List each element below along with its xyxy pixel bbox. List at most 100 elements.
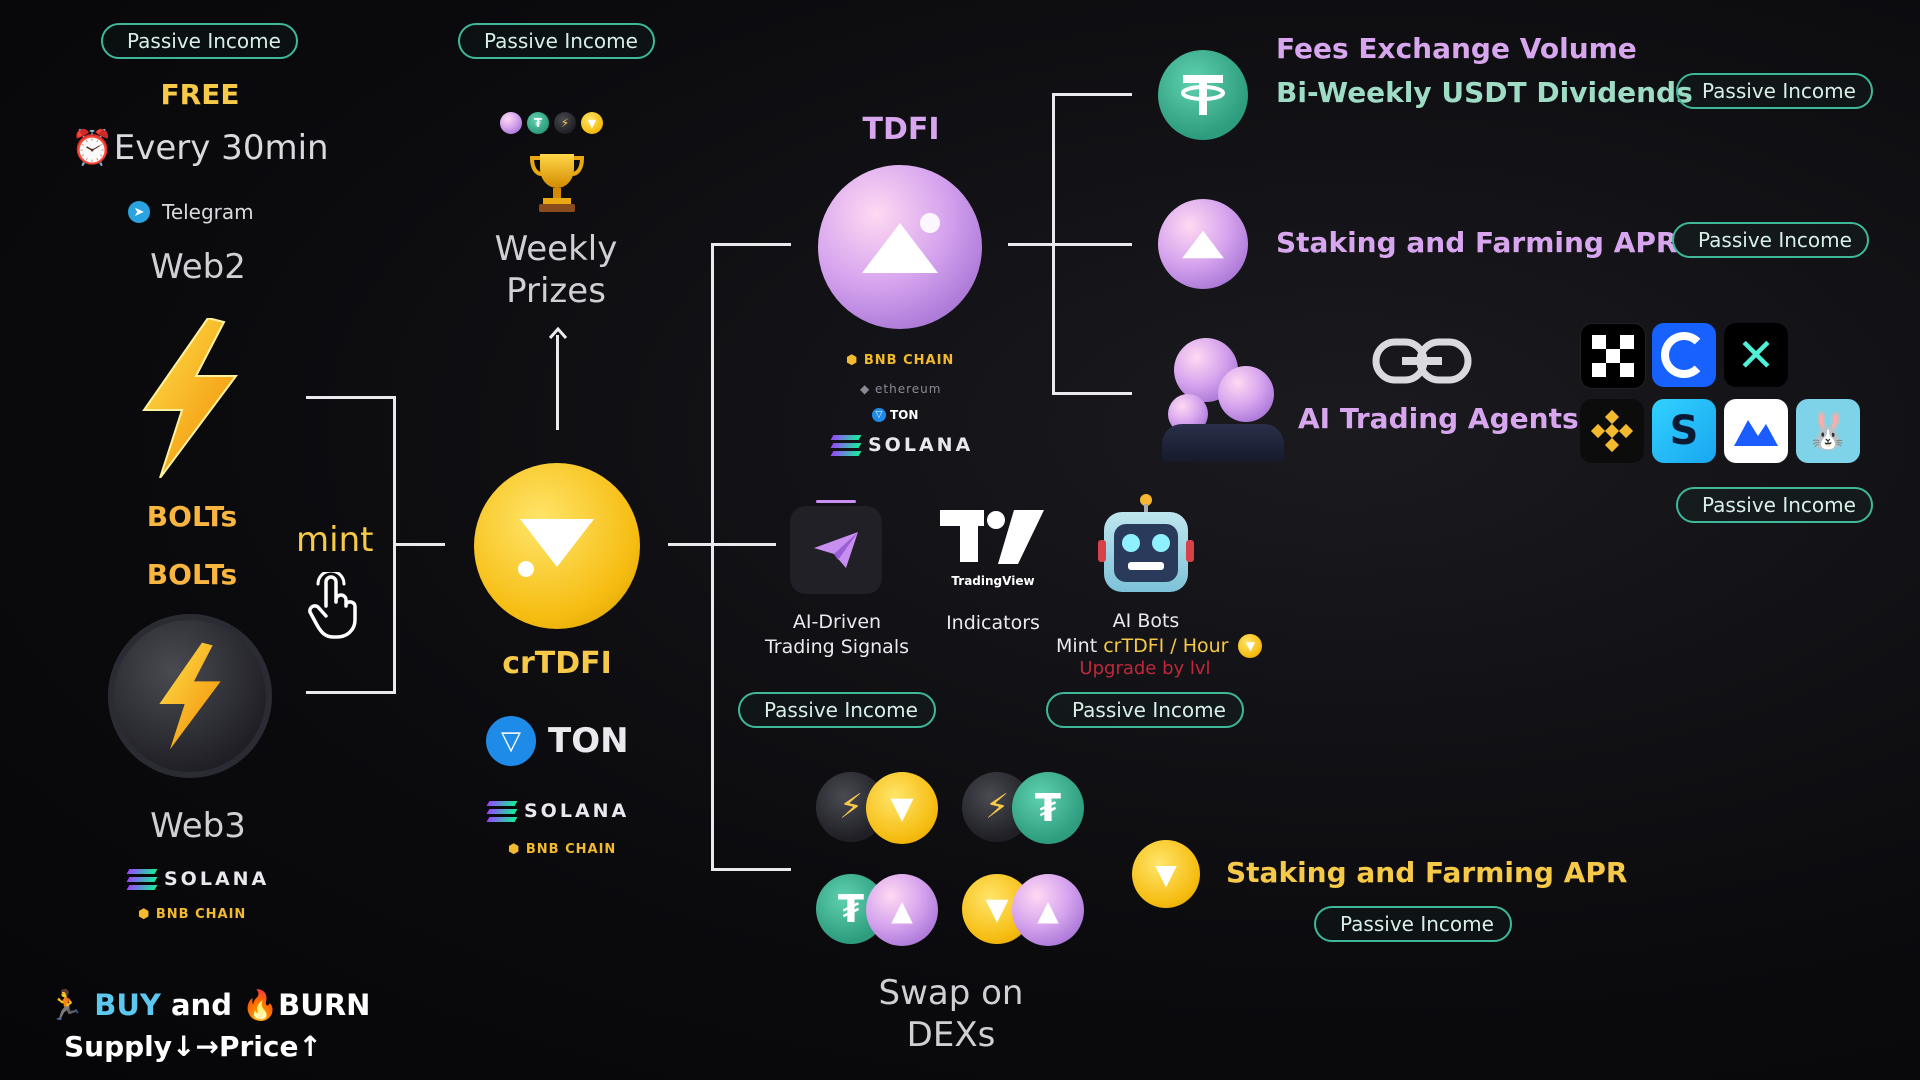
indicators-label: Indicators xyxy=(946,612,1040,634)
upgrade-label: Upgrade by lvl xyxy=(1079,658,1211,679)
bracket-top xyxy=(306,396,396,399)
okx-icon[interactable] xyxy=(1580,323,1646,389)
bolt-token-icon: ⚡ xyxy=(554,112,576,134)
web2-label: Web2 xyxy=(150,247,246,287)
ai-agents-label: AI Trading Agents xyxy=(1298,402,1579,435)
pair-bolt-usdt: ⚡ ₮ xyxy=(962,770,1086,846)
link-icon xyxy=(1372,338,1472,384)
crtdfi-logo-icon xyxy=(518,519,594,577)
tdfi-title: TDFI xyxy=(862,112,940,147)
solana-icon xyxy=(126,868,158,890)
bnb-chain-left: ⬢ BNB CHAIN xyxy=(138,907,247,922)
bolt-coin xyxy=(108,614,272,778)
supply-price-line: Supply↓→Price↑ xyxy=(64,1030,322,1063)
bnb-icon: ⬢ xyxy=(846,353,864,368)
bnb-icon: ⬢ xyxy=(138,907,156,922)
bnb-icon: ⬢ xyxy=(508,842,526,857)
usdt-icon xyxy=(1181,75,1225,115)
ton-logo: ▽ TON xyxy=(486,716,629,766)
agent-suits xyxy=(1162,424,1284,462)
signals-label: AI-Driven Trading Signals xyxy=(764,611,909,658)
tradingview-icon xyxy=(940,510,1044,564)
binance-icon[interactable] xyxy=(1580,399,1644,463)
mountain-icon[interactable] xyxy=(1724,399,1788,463)
tradingview-brand: TradingView xyxy=(951,574,1035,588)
crtdfi-token-icon: ▼ xyxy=(1238,634,1263,658)
solana-icon xyxy=(830,434,862,456)
solana-icon xyxy=(486,800,518,822)
tdfi-token-icon: ▲ xyxy=(866,874,938,946)
signals-top-bar xyxy=(816,500,856,503)
tree-branch-tdfi xyxy=(711,243,791,246)
mint-rate-line: Mint crTDFI / Hour ▼ xyxy=(1056,634,1263,658)
bolt-icon xyxy=(142,318,238,478)
usdt-token-icon: ₮ xyxy=(1012,772,1084,844)
trophy-icon xyxy=(529,154,585,212)
passive-income-badge-bots: Passive Income xyxy=(1046,692,1244,728)
pair-usdt-tdfi: ₮ ▲ xyxy=(816,872,940,948)
tdfi-token-icon xyxy=(500,112,522,134)
tdfi-coin xyxy=(818,165,982,329)
every-30min-label: ⏰Every 30min xyxy=(71,128,329,168)
passive-income-badge-staking2: Passive Income xyxy=(1314,906,1512,942)
tdfi-connector xyxy=(1008,243,1132,246)
crtdfi-coin xyxy=(474,463,640,629)
passive-income-badge-agents: Passive Income xyxy=(1676,487,1873,523)
bnb-chain-crtdfi: ⬢ BNB CHAIN xyxy=(508,842,617,857)
tdfi-branch-agents xyxy=(1052,392,1132,395)
bnb-chain-tdfi: ⬢ BNB CHAIN xyxy=(846,353,955,368)
weekly-prizes-label: Weekly Prizes xyxy=(494,229,618,311)
staking-label-1: Staking and Farming APR xyxy=(1276,226,1678,259)
usdt-token-icon: ₮ xyxy=(527,112,549,134)
stonfi-s-icon[interactable]: S xyxy=(1652,399,1716,463)
ton-icon: ▽ xyxy=(486,716,536,766)
crtdfi-token-icon: ▼ xyxy=(581,112,603,134)
x-logo-teal-icon[interactable]: ✕ xyxy=(1724,323,1788,387)
ai-agents-group-icon xyxy=(1162,332,1284,462)
solana-logo-crtdfi: SOLANA xyxy=(486,800,629,822)
web3-label: Web3 xyxy=(150,806,246,846)
crtdfi-staking-coin: ▼ xyxy=(1132,840,1200,908)
solana-logo-tdfi: SOLANA xyxy=(830,434,973,456)
passive-income-badge-dividends: Passive Income xyxy=(1676,73,1873,109)
bolt-icon xyxy=(159,642,221,750)
dividends-label: Bi-Weekly USDT Dividends xyxy=(1276,76,1693,109)
bracket-out xyxy=(393,543,445,546)
telegram-row: ➤ Telegram xyxy=(128,200,254,224)
runner-icon: 🏃 xyxy=(48,988,85,1022)
cryptocom-c-icon[interactable] xyxy=(1652,323,1716,387)
arrow-up-shaft xyxy=(556,335,559,430)
ai-bots-label: AI Bots xyxy=(1112,610,1180,632)
usdt-coin xyxy=(1158,50,1248,140)
passive-income-badge-free: Passive Income xyxy=(101,23,298,59)
ton-icon: ▽ xyxy=(872,408,886,422)
telegram-icon: ➤ xyxy=(128,201,150,223)
prize-token-row: ₮ ⚡ ▼ xyxy=(500,112,603,134)
ethereum-logo: ◆ ethereum xyxy=(860,382,942,396)
robot-icon xyxy=(1098,494,1194,594)
pair-crtdfi-tdfi: ▼ ▲ xyxy=(962,872,1086,948)
tdfi-logo-icon xyxy=(862,213,940,273)
pair-bolt-crtdfi: ⚡ ▼ xyxy=(816,770,940,846)
staking-label-2: Staking and Farming APR xyxy=(1226,856,1628,889)
tdfi-logo-icon xyxy=(1182,230,1224,259)
ton-logo-small: ▽ TON xyxy=(872,408,918,422)
tree-vertical xyxy=(711,243,714,871)
tree-branch-swap xyxy=(711,868,791,871)
paper-plane-icon xyxy=(814,532,858,568)
free-label: FREE xyxy=(160,78,240,111)
tdfi-tree-vertical xyxy=(1052,93,1055,395)
tap-hand-icon xyxy=(308,572,357,639)
tools-connector xyxy=(711,543,775,546)
solana-logo-left: SOLANA xyxy=(126,868,269,890)
bolts-label-2: BOLTs xyxy=(146,558,238,591)
bolts-label-1: BOLTs xyxy=(146,500,238,533)
tdfi-token-icon: ▲ xyxy=(1012,874,1084,946)
ethereum-icon: ◆ xyxy=(860,382,876,396)
bracket-bottom xyxy=(306,691,396,694)
mint-label: mint xyxy=(296,520,374,560)
passive-income-badge-signals: Passive Income xyxy=(738,692,936,728)
pancakeswap-bunny-icon[interactable]: 🐰 xyxy=(1796,399,1860,463)
tdfi-branch-fees xyxy=(1052,93,1132,96)
crtdfi-token-icon: ▼ xyxy=(866,772,938,844)
